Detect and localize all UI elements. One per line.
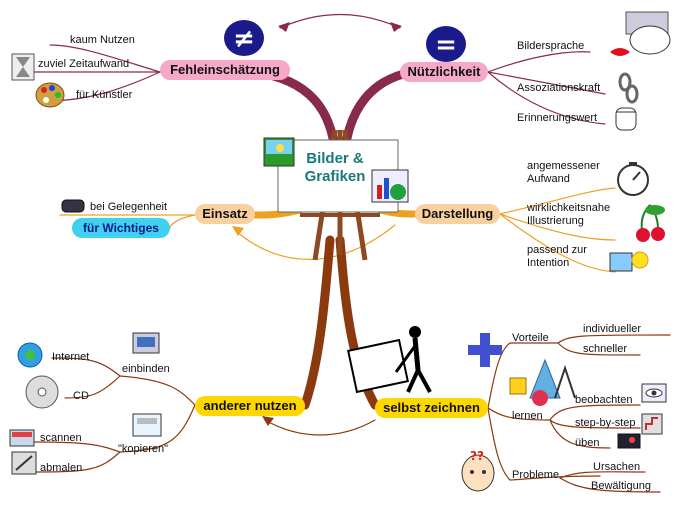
shooting-star-icon: [617, 433, 641, 449]
stopwatch-icon: [617, 162, 649, 196]
cd-label: CD: [73, 390, 89, 402]
beobachten-label: beobachten: [575, 394, 633, 406]
aufwand-label: Aufwand: [527, 173, 570, 185]
palette-icon: [35, 82, 65, 108]
intention-label: Intention: [527, 257, 570, 269]
zuviel-zeitaufwand-label: zuviel Zeitaufwand: [38, 58, 130, 70]
plus-icon: [468, 333, 502, 367]
individueller-label: individueller: [583, 323, 642, 335]
scanner-icon: [9, 429, 35, 447]
svg-text:=: =: [435, 30, 457, 60]
drawing-figure-icon: [347, 326, 432, 394]
wirklichkeitsnahe-label: wirklichkeitsnahe: [527, 202, 611, 214]
easel-icon: [277, 129, 399, 261]
anderer-nutzen-node[interactable]: anderer nutzen: [195, 396, 305, 416]
lips-speech-bubble-icon: [610, 11, 671, 56]
darstellung-node[interactable]: Darstellung: [415, 204, 500, 224]
bildersprache-label: Bildersprache: [517, 40, 585, 52]
illustrierung-label: Illustrierung: [527, 215, 584, 227]
svg-text:≠: ≠: [233, 24, 255, 54]
fuer-wichtiges-node[interactable]: für Wichtiges: [72, 218, 170, 238]
cherries-icon: [636, 204, 665, 242]
globe-network-icon: [17, 342, 43, 368]
nuetzlichkeit-node[interactable]: Nützlichkeit: [400, 62, 488, 82]
landscape-picture-icon: [263, 137, 295, 167]
tracing-icon: [11, 451, 37, 475]
bei-gelegenheit-label: bei Gelegenheit: [90, 201, 168, 213]
fehleinschaetzung-node[interactable]: Fehleinschätzung: [160, 60, 290, 80]
scannen-label: scannen: [40, 432, 82, 444]
ursachen-label: Ursachen: [593, 461, 641, 473]
cd-icon: [25, 375, 59, 409]
equal-icon: =: [426, 26, 466, 62]
step-by-step-label: step-by-step: [575, 417, 636, 429]
vorteile-label: Vorteile: [512, 332, 549, 344]
geometry-shapes-icon: [509, 358, 576, 406]
chain-icon: [618, 72, 639, 104]
einbinden-label: einbinden: [122, 363, 170, 375]
center-line-1: Bilder &: [306, 150, 364, 167]
schneller-label: schneller: [583, 343, 628, 355]
lernen-label: lernen: [512, 410, 543, 422]
svg-text:??: ??: [470, 449, 484, 463]
sun-target-icon: [609, 251, 649, 272]
not-equal-icon: ≠: [224, 20, 264, 56]
internet-label: Internet: [52, 351, 90, 363]
selbst-zeichnen-node[interactable]: selbst zeichnen: [375, 398, 488, 418]
abmalen-label: abmalen: [40, 462, 83, 474]
kopieren-label: "kopieren": [118, 443, 169, 455]
passend-zur-label: passend zur: [527, 244, 587, 256]
assoziationskraft-label: Assoziationskraft: [517, 82, 601, 94]
angemessener-label: angemessener: [527, 160, 600, 172]
confused-face-icon: ??: [461, 449, 495, 492]
center-line-2: Grafiken: [304, 168, 366, 185]
eye-icon: [641, 383, 667, 403]
ueben-label: üben: [575, 437, 600, 449]
stairs-icon: [641, 413, 663, 435]
kaum-nutzen-label: kaum Nutzen: [70, 34, 135, 46]
hourglass-icon: [11, 53, 35, 81]
computer-icon: [132, 332, 160, 354]
fuer-kuenstler-label: für Künstler: [76, 89, 133, 101]
central-topic: Bilder & Grafiken: [300, 150, 370, 186]
mouse-icon: [61, 199, 85, 213]
copier-icon: [132, 413, 162, 437]
chart-picture-icon: [371, 169, 409, 203]
finger-string-icon: [615, 107, 637, 131]
erinnerungswert-label: Erinnerungswert: [517, 112, 598, 124]
einsatz-node[interactable]: Einsatz: [195, 204, 255, 224]
probleme-label: Probleme: [512, 469, 560, 481]
bewaeltigung-label: Bewältigung: [591, 480, 651, 492]
